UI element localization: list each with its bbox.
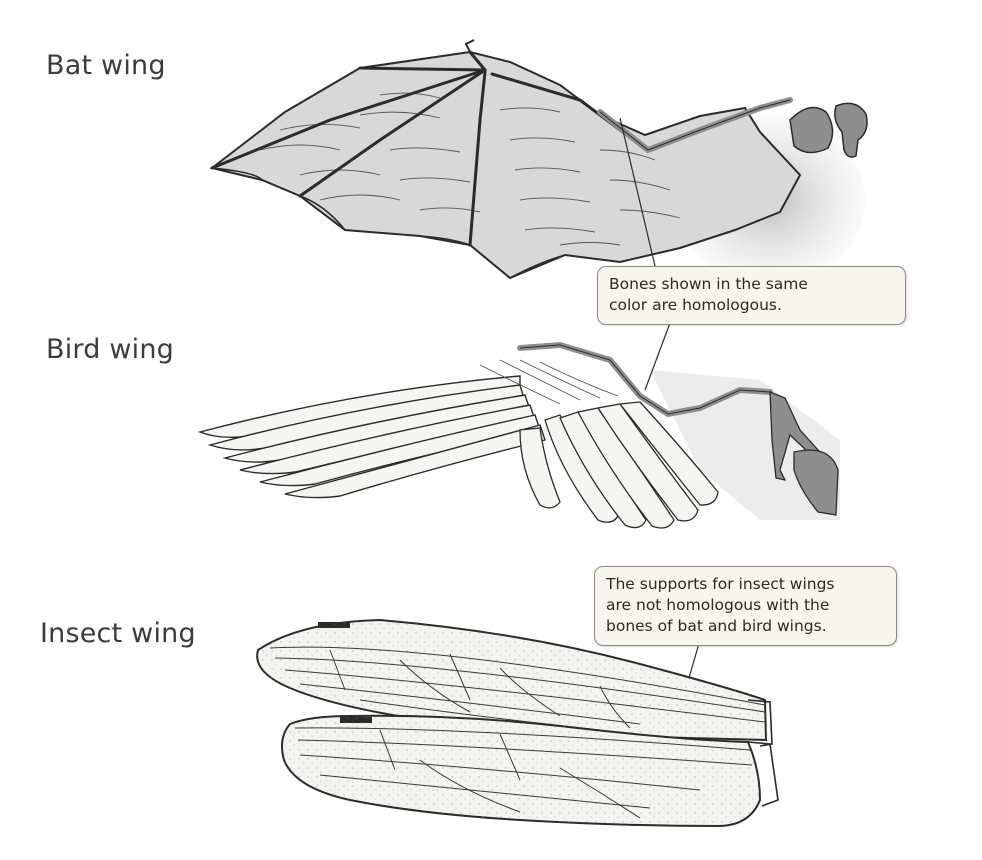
insect-wing-illustration	[256, 618, 779, 828]
bat-wing-membrane	[209, 50, 802, 280]
insect-wing-label: Insect wing	[40, 618, 196, 649]
bird-secondary-feathers	[519, 401, 719, 529]
bird-wing-label: Bird wing	[46, 334, 175, 365]
bird-primary-feathers	[197, 375, 546, 499]
insect-supports-callout: The supports for insect wings are not ho…	[594, 566, 897, 646]
insect-hindwing-veins	[294, 727, 753, 819]
callout-line: color are homologous.	[609, 296, 782, 314]
bat-clavicle-bone	[834, 102, 868, 158]
bird-sternum-bone	[793, 449, 839, 516]
callout-line: are not homologous with the	[606, 596, 830, 614]
callout-line: Bones shown in the same	[609, 275, 808, 293]
bird-wing-illustration	[197, 341, 840, 529]
callout-line: The supports for insect wings	[606, 575, 835, 593]
bat-wing-illustration	[209, 39, 868, 285]
bat-wing-label: Bat wing	[46, 50, 166, 81]
callout-line: bones of bat and bird wings.	[606, 617, 827, 635]
callout-pointer-bat	[619, 117, 656, 267]
homologous-bones-callout: Bones shown in the same color are homolo…	[597, 266, 906, 325]
bat-shoulder-bone	[789, 106, 834, 154]
callout-pointer-bird	[644, 322, 671, 391]
